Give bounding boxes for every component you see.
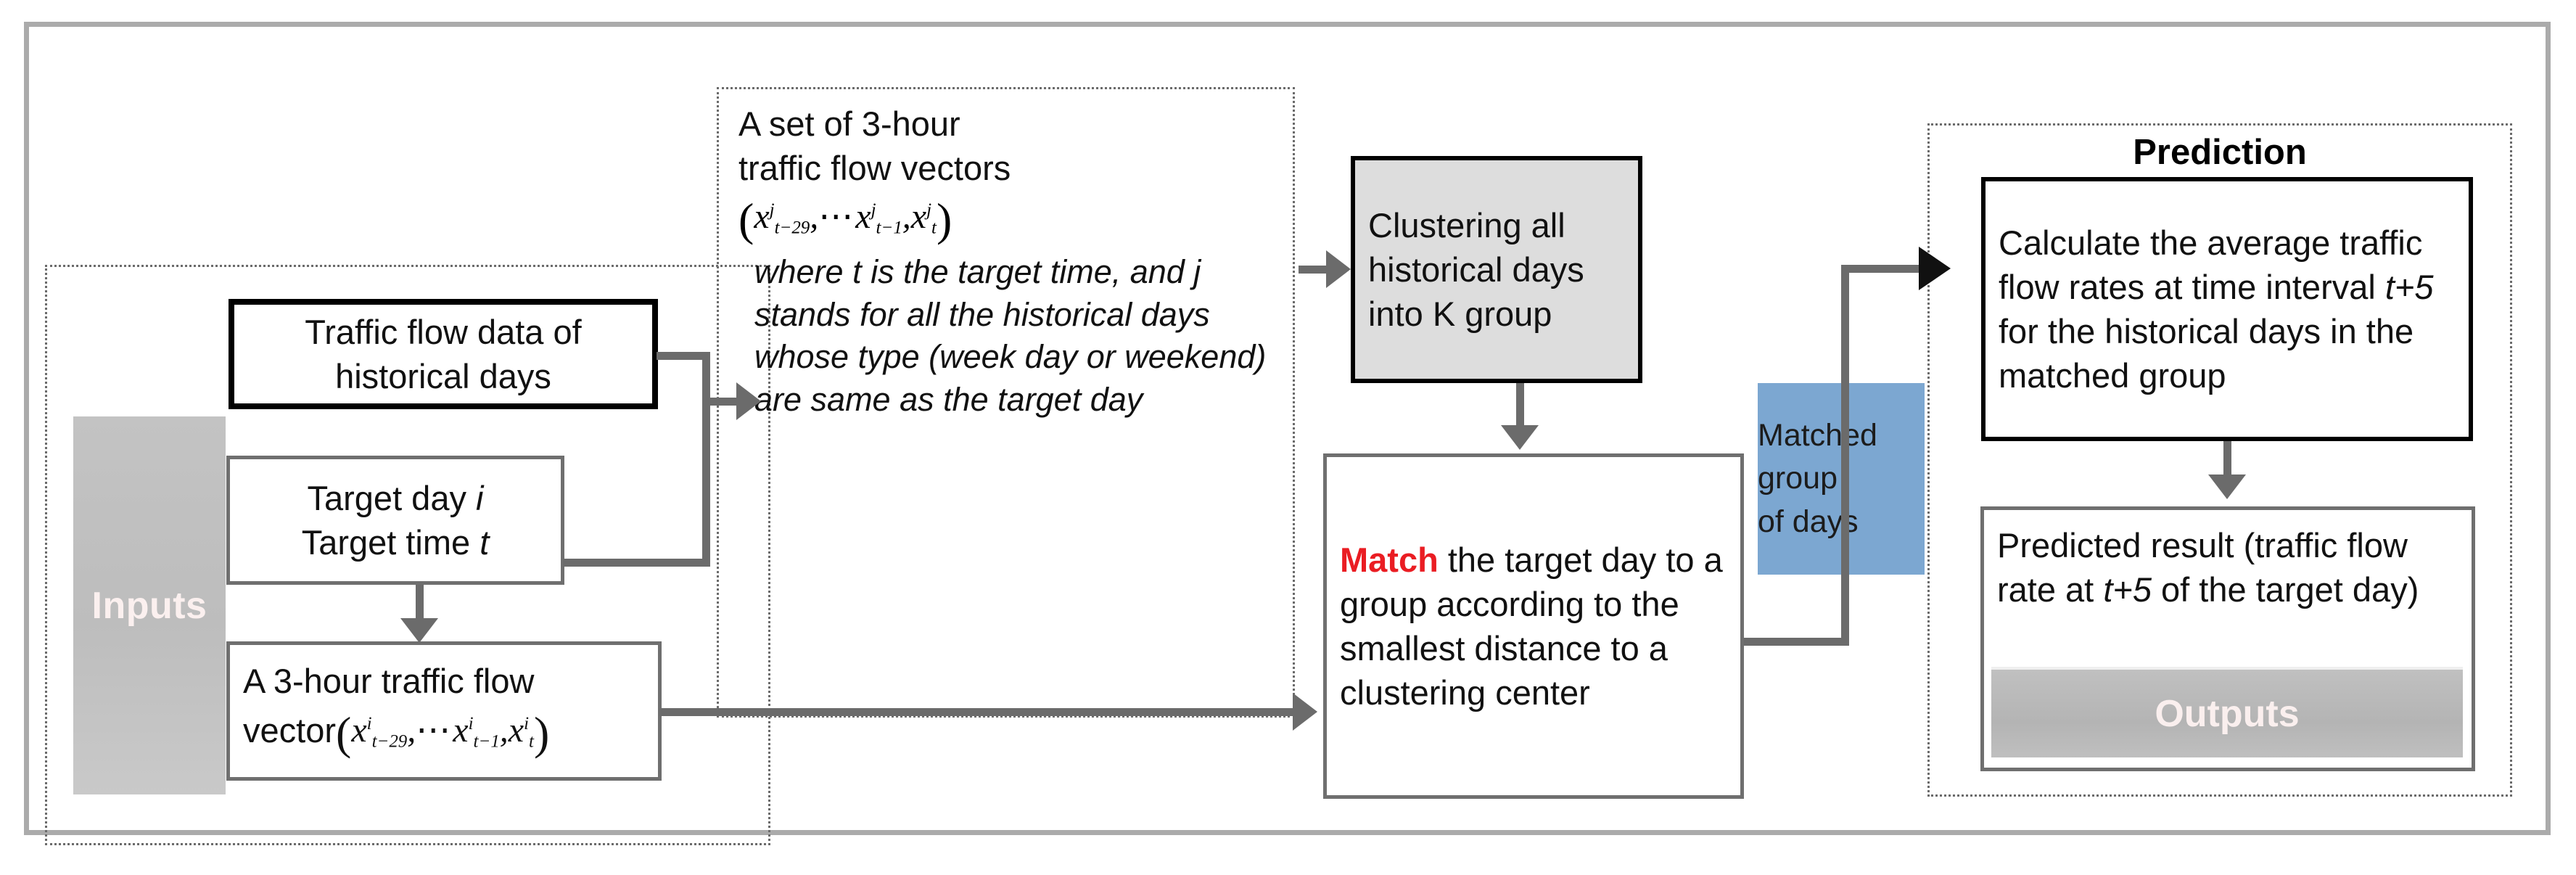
- connector-inputs-to-vectorset-h: [702, 398, 740, 406]
- input-vector-formula: (xit−29,⋯xit−1,xit): [336, 707, 550, 759]
- vector-set-line1: A set of 3-hour: [738, 104, 960, 143]
- target-day-text: Target day: [307, 478, 466, 517]
- match-rest: the target day to a group according to t…: [1340, 540, 1723, 712]
- arrow-targetday-to-vector: [400, 618, 438, 643]
- target-day-time-label: Target day i Target time t: [230, 476, 561, 564]
- clustering-label: Clustering all historical days into K gr…: [1368, 205, 1584, 334]
- arrow-inputs-to-vectorset: [736, 382, 761, 420]
- result-part1: Predicted result (traffic flow rate at: [1997, 526, 2408, 609]
- match-box[interactable]: Match the target day to a group accordin…: [1323, 453, 1744, 799]
- connector-target-to-junction-h: [563, 559, 710, 567]
- vector-set-note: where t is the target time, and j stands…: [754, 253, 1267, 418]
- inputs-label: Inputs: [91, 584, 207, 627]
- matched-line-2: group: [1758, 461, 1838, 496]
- inputs-group-label-bar: Inputs: [73, 416, 226, 794]
- inputs-group-region: [45, 265, 770, 845]
- matched-line-1: Matched: [1758, 418, 1877, 453]
- input-vector-prefix: A 3-hour traffic flow: [243, 661, 535, 700]
- historical-data-box[interactable]: Traffic flow data of historical days: [229, 299, 658, 409]
- calculate-average-label: Calculate the average traffic flow rates…: [1986, 221, 2469, 398]
- predicted-result-label: Predicted result (traffic flow rate at t…: [1984, 523, 2472, 612]
- arrow-vector-to-match: [1293, 693, 1317, 731]
- connector-vectorset-to-clustering-h: [1299, 266, 1341, 274]
- vector-set-box[interactable]: A set of 3-hour traffic flow vectors (xj…: [738, 102, 1275, 704]
- input-vector-label: A 3-hour traffic flow vector(xit−29,⋯xit…: [230, 659, 658, 763]
- match-keyword: Match: [1340, 540, 1439, 579]
- outputs-label: Outputs: [2155, 692, 2300, 735]
- outputs-group-label-bar: Outputs: [1991, 667, 2463, 757]
- prediction-heading-text: Prediction: [2133, 133, 2307, 172]
- result-part2: of the target day): [2151, 570, 2419, 609]
- target-day-time-box[interactable]: Target day i Target time t: [226, 456, 564, 585]
- clustering-box[interactable]: Clustering all historical days into K gr…: [1351, 156, 1642, 383]
- connector-matched-spine-v: [1841, 265, 1849, 646]
- arrow-vectorset-to-clustering: [1326, 250, 1351, 288]
- vector-set-formula: (xjt−29,⋯xjt−1,xjt): [738, 194, 952, 246]
- vector-set-formula-row: (xjt−29,⋯xjt−1,xjt): [738, 193, 1275, 247]
- match-label: Match the target day to a group accordin…: [1327, 538, 1740, 715]
- connector-inputs-spine-v: [702, 352, 710, 567]
- connector-clustering-to-match-v: [1516, 383, 1524, 428]
- input-vector-word: vector: [243, 710, 336, 749]
- input-vector-box[interactable]: A 3-hour traffic flow vector(xit−29,⋯xit…: [226, 641, 662, 781]
- connector-calc-to-result-v: [2223, 441, 2231, 479]
- calc-part2: for the historical days in the matched g…: [1999, 312, 2414, 395]
- connector-targetday-to-vector-v: [416, 585, 424, 623]
- arrow-matched-to-prediction: [1919, 247, 1951, 290]
- target-time-variable: t: [480, 523, 490, 562]
- connector-match-to-matched-h: [1744, 638, 1849, 646]
- calc-variable: t+5: [2384, 267, 2434, 306]
- calculate-average-box[interactable]: Calculate the average traffic flow rates…: [1981, 177, 2473, 441]
- result-variable: t+5: [2103, 570, 2152, 609]
- matched-group-label: Matched group of days: [1758, 414, 1925, 543]
- prediction-heading: Prediction: [1927, 131, 2512, 174]
- target-time-text: Target time: [301, 523, 471, 562]
- arrow-clustering-to-match: [1501, 425, 1539, 450]
- target-day-variable: i: [476, 478, 484, 517]
- connector-vector-to-match-h: [660, 708, 1296, 716]
- calc-part1: Calculate the average traffic flow rates…: [1999, 223, 2423, 306]
- connector-matched-to-prediction-h: [1841, 265, 1928, 273]
- vector-set-line2: traffic flow vectors: [738, 149, 1011, 188]
- prediction-group-region: [1927, 123, 2512, 797]
- connector-hist-to-junction-h: [657, 352, 710, 360]
- arrow-calc-to-result: [2208, 475, 2246, 499]
- historical-data-label: Traffic flow data of historical days: [305, 312, 582, 395]
